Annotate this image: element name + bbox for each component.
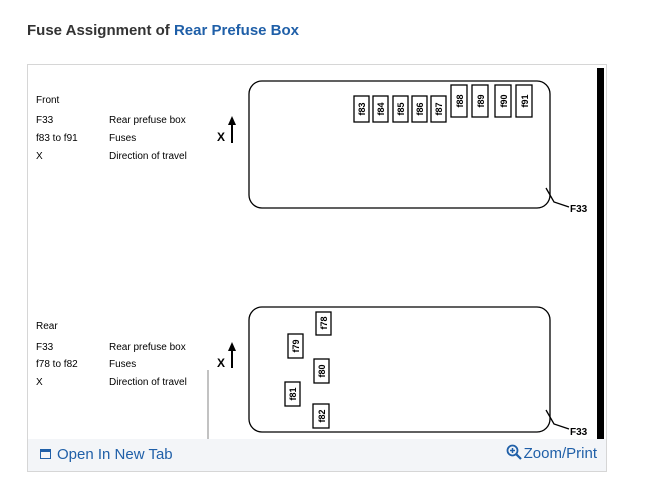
- rear-legend-desc-3: Direction of travel: [109, 377, 187, 388]
- rear-fuses: f78 f79 f80 f81 f82: [284, 311, 332, 429]
- fuse-f89-label: f89: [476, 94, 486, 107]
- fuse-f82-label: f82: [317, 409, 327, 422]
- fuse-f81-label: f81: [288, 387, 298, 400]
- rear-direction-arrow: [228, 342, 236, 368]
- front-box-label: F33: [570, 204, 588, 215]
- fuse-f87: f87: [430, 95, 447, 123]
- front-legend-desc-1: Rear prefuse box: [109, 115, 186, 126]
- rear-legend-key-2: f78 to f82: [36, 359, 78, 370]
- front-box-leader-line: [545, 187, 570, 208]
- page-title: Fuse Assignment of Rear Prefuse Box: [27, 22, 299, 39]
- zoom-print-label: Zoom/Print: [523, 445, 597, 462]
- front-legend-key-3: X: [36, 151, 43, 162]
- fuse-f89: f89: [471, 84, 489, 118]
- rear-legend-desc-1: Rear prefuse box: [109, 342, 186, 353]
- fuse-f80: f80: [313, 358, 330, 384]
- fuse-f78: f78: [315, 311, 332, 336]
- diagram-frame: Front F33 Rear prefuse box f83 to f91 Fu…: [27, 64, 607, 472]
- diagram-footer: Open In New Tab Zoom/Print: [28, 439, 606, 471]
- fuse-f90-label: f90: [499, 94, 509, 107]
- diagram-edge-bar: [597, 68, 604, 440]
- rear-box-label: F33: [570, 427, 588, 438]
- front-heading: Front: [36, 95, 60, 106]
- fuse-f87-label: f87: [434, 102, 444, 115]
- open-in-new-tab-label: Open In New Tab: [57, 446, 173, 463]
- rear-box-leader-line: [545, 409, 570, 430]
- fuse-f84-label: f84: [376, 102, 386, 115]
- rear-heading: Rear: [36, 321, 58, 332]
- fuse-f90: f90: [494, 84, 512, 118]
- front-direction-label: X: [217, 130, 225, 144]
- fuse-f88: f88: [450, 84, 468, 118]
- title-link[interactable]: Rear Prefuse Box: [173, 22, 300, 39]
- fuse-f81: f81: [284, 381, 301, 407]
- fuse-f80-label: f80: [317, 364, 327, 377]
- zoom-print-link[interactable]: Zoom/Print: [506, 444, 597, 462]
- fuse-f82: f82: [312, 403, 330, 429]
- rear-legend-desc-2: Fuses: [109, 359, 136, 370]
- rear-legend-key-1: F33: [36, 342, 54, 353]
- fuse-diagram: Front F33 Rear prefuse box f83 to f91 Fu…: [36, 68, 604, 440]
- front-fuse-box: [248, 80, 551, 209]
- zoom-icon: [506, 444, 522, 460]
- fuse-f78-label: f78: [319, 316, 329, 329]
- front-fuses: f83 f84 f85 f86 f87 f88: [353, 84, 533, 123]
- fuse-f84: f84: [372, 95, 389, 123]
- front-direction-arrow: [228, 116, 236, 143]
- fuse-f91-label: f91: [520, 94, 530, 107]
- title-prefix: Fuse Assignment of: [27, 22, 174, 39]
- fuse-f86: f86: [411, 95, 428, 123]
- front-legend-key-2: f83 to f91: [36, 133, 78, 144]
- fuse-f79: f79: [287, 333, 304, 359]
- fuse-f83-label: f83: [357, 102, 367, 115]
- fuse-f88-label: f88: [455, 94, 465, 107]
- open-in-new-tab-link[interactable]: Open In New Tab: [40, 446, 173, 463]
- fuse-f91: f91: [515, 84, 533, 118]
- front-legend-key-1: F33: [36, 115, 54, 126]
- rear-direction-label: X: [217, 356, 225, 370]
- open-in-new-tab-icon: [40, 449, 51, 459]
- fuse-f85-label: f85: [396, 102, 406, 115]
- fuse-f83: f83: [353, 95, 370, 123]
- rear-legend-key-3: X: [36, 377, 43, 388]
- fuse-f86-label: f86: [415, 102, 425, 115]
- fuse-f79-label: f79: [291, 339, 301, 352]
- fuse-f85: f85: [392, 95, 409, 123]
- front-legend-desc-3: Direction of travel: [109, 151, 187, 162]
- front-legend-desc-2: Fuses: [109, 133, 136, 144]
- rear-fuse-box: [248, 306, 551, 433]
